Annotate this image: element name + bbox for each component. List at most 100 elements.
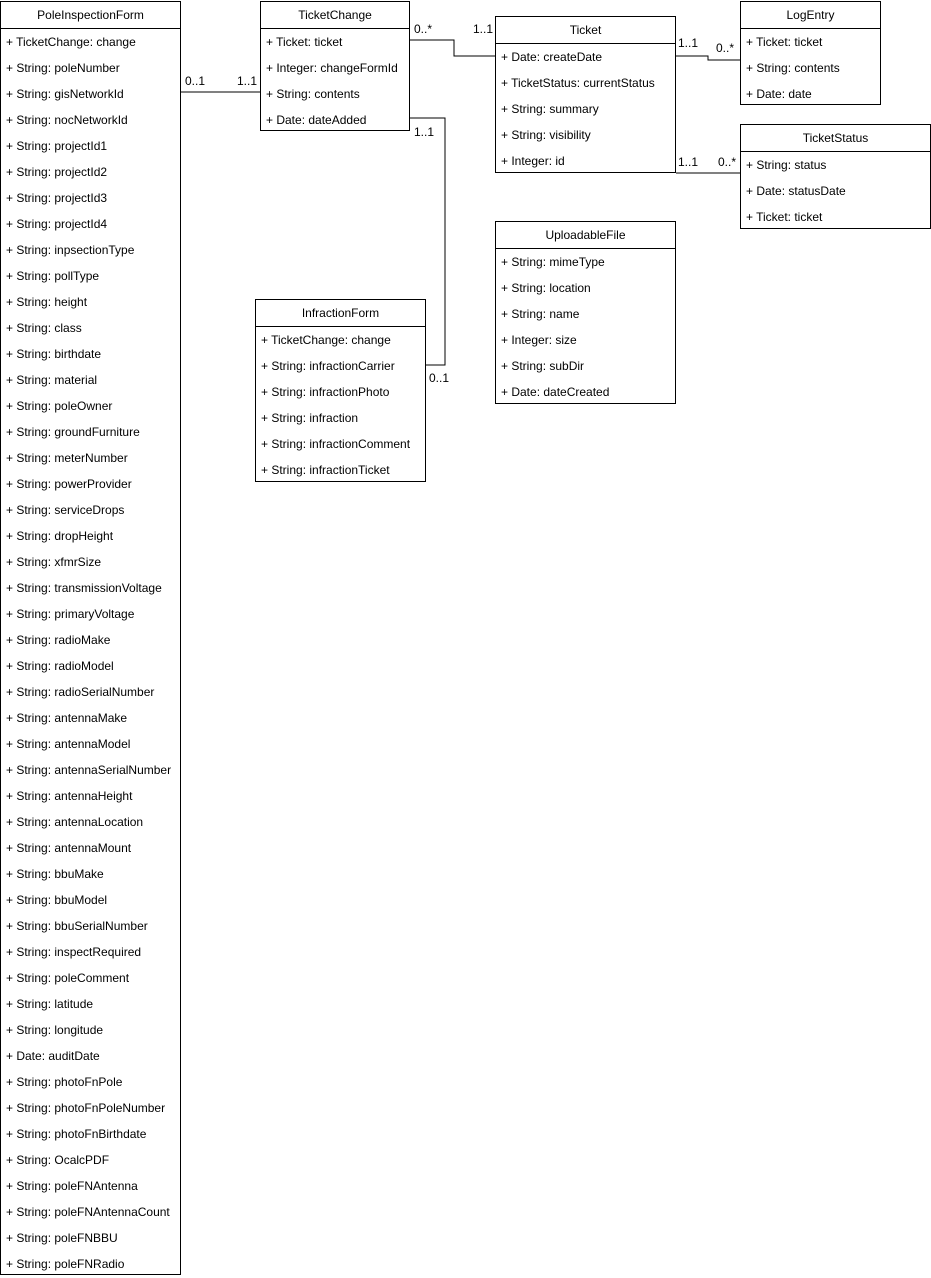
class-attribute: + String: location [501, 281, 591, 295]
class-log-entry[interactable]: LogEntry + Ticket: ticket + String: conte… [740, 1, 881, 105]
class-attribute: + String: longitude [6, 1023, 104, 1037]
class-attribute: + String: projectId1 [6, 139, 108, 153]
class-attribute: + String: bbuMake [6, 867, 104, 881]
class-attribute: + Date: createDate [501, 50, 603, 64]
class-attribute: + String: projectId3 [6, 191, 108, 205]
class-attribute: + Date: date [746, 87, 812, 101]
edge-ticketchange-ticket [410, 39, 495, 57]
class-attribute: + String: pollType [6, 269, 100, 283]
class-attribute: + String: visibility [501, 128, 591, 142]
class-attribute: + String: material [6, 373, 98, 387]
class-title: UploadableFile [496, 222, 675, 249]
class-attribute: + String: poleFNBBU [6, 1231, 118, 1245]
class-ticket-status[interactable]: TicketStatus + String: status + Date: sta… [740, 124, 931, 229]
class-attribute: + String: poleFNRadio [6, 1257, 125, 1271]
class-attribute: + String: summary [501, 102, 599, 116]
class-attribute: + String: groundFurniture [6, 425, 140, 439]
class-attribute: + String: xfmrSize [6, 555, 102, 569]
class-pole-inspection-form[interactable]: PoleInspectionForm + TicketChange: chang… [0, 1, 181, 1275]
class-attribute: + TicketChange: change [261, 333, 391, 347]
class-attribute: + Integer: size [501, 333, 577, 347]
class-attribute: + String: bbuSerialNumber [6, 919, 148, 933]
class-attribute: + String: antennaMount [6, 841, 132, 855]
class-attribute: + String: latitude [6, 997, 94, 1011]
multiplicity-label: 1..1 [237, 74, 258, 88]
class-attribute: + String: radioModel [6, 659, 114, 673]
multiplicity-label: 1..1 [678, 155, 699, 169]
class-attribute: + Integer: id [501, 154, 565, 168]
class-attribute: + String: meterNumber [6, 451, 128, 465]
class-attribute: + String: photoFnBirthdate [6, 1127, 147, 1141]
multiplicity-label: 0..1 [429, 371, 450, 385]
class-attribute: + String: poleFNAntenna [6, 1179, 138, 1193]
class-title: InfractionForm [256, 300, 425, 327]
class-attribute: + String: poleNumber [6, 61, 120, 75]
class-attribute: + String: poleFNAntennaCount [6, 1205, 170, 1219]
class-title: TicketStatus [741, 125, 930, 152]
class-attribute: + String: inpsectionType [6, 243, 135, 257]
class-attribute: + Date: dateAdded [266, 113, 367, 127]
class-title: PoleInspectionForm [1, 2, 180, 29]
class-attribute: + String: subDir [501, 359, 585, 373]
class-attribute: + String: bbuModel [6, 893, 108, 907]
multiplicity-label: 1..1 [678, 36, 699, 50]
class-attribute: + String: mimeType [501, 255, 605, 269]
class-attribute: + Ticket: ticket [746, 210, 823, 224]
class-attribute: + TicketStatus: currentStatus [501, 76, 655, 90]
class-title: TicketChange [261, 2, 409, 29]
class-attribute: + String: name [501, 307, 580, 321]
multiplicity-label: 1..1 [414, 125, 435, 139]
multiplicity-label: 0..* [716, 41, 735, 55]
class-attribute: + String: transmissionVoltage [6, 581, 162, 595]
class-title: Ticket [496, 17, 675, 44]
class-infraction-form[interactable]: InfractionForm + TicketChange: change + S… [255, 299, 426, 482]
class-attribute: + String: OcalcPDF [6, 1153, 110, 1167]
class-attribute: + String: projectId2 [6, 165, 108, 179]
class-attribute: + String: gisNetworkId [6, 87, 124, 101]
class-ticket[interactable]: Ticket + Date: createDate + TicketStatus:… [495, 16, 676, 173]
class-attribute: + String: infraction [261, 411, 359, 425]
class-attribute: + String: infractionPhoto [261, 385, 390, 399]
class-attribute: + Ticket: ticket [746, 35, 823, 49]
multiplicity-label: 1..1 [473, 22, 494, 36]
class-uploadable-file[interactable]: UploadableFile + String: mimeType + Strin… [495, 221, 676, 404]
class-attribute: + String: radioSerialNumber [6, 685, 155, 699]
class-attribute: + String: height [6, 295, 88, 309]
class-attribute: + String: antennaHeight [6, 789, 133, 803]
class-attribute: + String: antennaModel [6, 737, 131, 751]
class-attribute: + String: dropHeight [6, 529, 114, 543]
class-attribute: + String: class [6, 321, 82, 335]
class-attribute: + Date: dateCreated [501, 385, 610, 399]
class-attribute: + Date: auditDate [6, 1049, 100, 1063]
class-attribute: + String: powerProvider [6, 477, 132, 491]
class-attribute: + String: infractionComment [261, 437, 411, 451]
class-attribute: + Integer: changeFormId [266, 61, 398, 75]
class-attribute: + String: poleOwner [6, 399, 113, 413]
class-attribute: + TicketChange: change [6, 35, 136, 49]
class-attribute: + String: contents [266, 87, 360, 101]
class-attribute: + String: projectId4 [6, 217, 108, 231]
class-attribute: + String: birthdate [6, 347, 102, 361]
class-attribute: + String: nocNetworkId [6, 113, 128, 127]
class-title: LogEntry [741, 2, 880, 29]
class-attribute: + String: antennaSerialNumber [6, 763, 172, 777]
class-attribute: + String: antennaMake [6, 711, 128, 725]
class-attribute: + String: serviceDrops [6, 503, 125, 517]
edge-ticket-logentry [676, 55, 740, 61]
class-attribute: + String: status [746, 158, 827, 172]
class-attribute: + String: infractionTicket [261, 463, 390, 477]
class-attribute: + String: antennaLocation [6, 815, 144, 829]
class-attribute: + String: contents [746, 61, 840, 75]
class-attribute: + String: infractionCarrier [261, 359, 395, 373]
multiplicity-label: 0..* [718, 155, 737, 169]
class-ticket-change[interactable]: TicketChange + Ticket: ticket + Integer: … [260, 1, 410, 131]
multiplicity-label: 0..* [414, 22, 433, 36]
class-attribute: + Date: statusDate [746, 184, 846, 198]
class-attribute: + String: photoFnPoleNumber [6, 1101, 166, 1115]
class-attribute: + String: photoFnPole [6, 1075, 123, 1089]
class-attribute: + Ticket: ticket [266, 35, 343, 49]
class-attribute: + String: inspectRequired [6, 945, 142, 959]
class-attribute: + String: primaryVoltage [6, 607, 135, 621]
class-attribute: + String: poleComment [6, 971, 130, 985]
multiplicity-label: 0..1 [185, 74, 206, 88]
